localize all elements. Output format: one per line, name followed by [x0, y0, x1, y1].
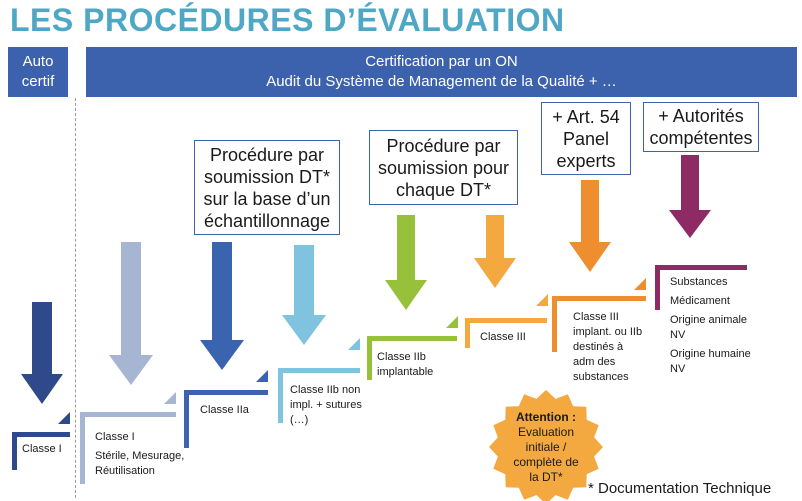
substances-list: Substances Médicament Origine animale NV…: [670, 275, 751, 377]
step-substances: [655, 265, 747, 310]
procedure-box-art54-line: experts: [556, 150, 616, 171]
step-class-iib-impl: [367, 316, 458, 380]
label-class-iii-implant-line: substances: [573, 371, 629, 383]
arrow-orange: [474, 215, 516, 288]
step-class-iii-implant: [552, 278, 646, 352]
label-class-iia-line: Classe IIa: [200, 404, 249, 416]
attention-line: complète de: [513, 454, 579, 469]
procedure-box-each-dt-line: chaque DT*: [395, 179, 492, 200]
attention-heading: Attention :: [516, 409, 576, 424]
attention-line: la DT*: [529, 469, 563, 484]
page-title: LES PROCÉDURES D’ÉVALUATION: [10, 2, 565, 38]
label-class-i-special-line: Réutilisation: [95, 465, 155, 477]
substances-list-item: NV: [670, 363, 686, 375]
procedure-box-authorities: + Autorités compétentes: [643, 102, 759, 152]
auto-certif-banner: Auto certif: [8, 47, 68, 97]
procedure-box-sampling-line: échantillonnage: [203, 210, 331, 231]
step-class-iii: [465, 294, 548, 348]
label-class-iii-implant-line: adm des: [573, 356, 616, 368]
on-certification-line-2: Audit du Système de Management de la Qua…: [266, 73, 617, 90]
label-class-i-special-line: Classe I: [95, 431, 135, 443]
procedure-box-art54: + Art. 54 Panel experts: [541, 102, 631, 175]
label-class-iib-non-impl-line: Classe IIb non: [290, 384, 361, 396]
footnote: * Documentation Technique: [588, 480, 772, 497]
label-class-iib-impl: Classe IIb implantable: [377, 350, 433, 380]
arrow-green: [385, 215, 427, 310]
procedure-box-sampling: Procédure par soumission DT* sur la base…: [194, 140, 340, 235]
procedure-box-authorities-line: + Autorités: [658, 106, 744, 126]
arrow-dark-orange: [569, 180, 611, 272]
procedure-box-each-dt-line: Procédure par: [386, 135, 501, 156]
procedure-box-authorities-line: compétentes: [649, 128, 753, 148]
procedure-box-each-dt: Procédure par soumission pour chaque DT*: [369, 130, 518, 205]
step-class-iib-non-impl: [278, 338, 360, 423]
label-class-iii-implant-line: destinés à: [573, 341, 624, 353]
step-class-iia: [184, 370, 268, 448]
arrow-light-grey-blue: [109, 242, 153, 385]
label-class-iib-non-impl: Classe IIb non impl. + sutures (…): [290, 383, 362, 428]
procedure-box-sampling-line: Procédure par: [209, 144, 325, 165]
substances-list-item: NV: [670, 329, 686, 341]
label-class-iib-impl-line: Classe IIb: [377, 351, 426, 363]
arrow-blue: [200, 242, 244, 370]
label-class-iib-non-impl-line: (…): [290, 414, 309, 426]
attention-line: Evaluation: [517, 424, 575, 439]
step-class-i: [12, 412, 70, 470]
label-class-i-special-line: Stérile, Mesurage,: [95, 450, 185, 462]
dashed-separator: [75, 98, 76, 498]
label-class-iib-impl-line: implantable: [377, 366, 434, 378]
label-class-i-line: Classe I: [22, 443, 62, 455]
auto-certif-line-2: certif: [21, 73, 55, 90]
label-class-iii-line: Classe III: [480, 331, 526, 343]
attention-note: Attention : Evaluation initiale / complè…: [490, 400, 602, 494]
label-class-i: Classe I: [22, 442, 62, 457]
step-class-i-special: [80, 392, 176, 484]
label-class-iii-implant: Classe III implant. ou IIb destinés à ad…: [573, 310, 642, 385]
arrow-navy: [21, 302, 63, 404]
substances-list-item: Origine animale: [670, 314, 748, 326]
procedure-box-art54-line: + Art. 54: [552, 106, 620, 127]
procedure-box-sampling-line: soumission DT*: [203, 166, 331, 187]
auto-certif-line-1: Auto: [22, 53, 54, 70]
attention-badge: [489, 390, 603, 501]
label-class-iib-non-impl-line: impl. + sutures: [290, 399, 362, 411]
substances-list-item: Substances: [670, 276, 728, 288]
on-certification-banner: Certification par un ON Audit du Système…: [86, 47, 797, 97]
procedure-box-sampling-line: sur la base d’un: [203, 188, 331, 209]
attention-line: initiale /: [525, 439, 567, 454]
substances-list-item: Origine humaine: [670, 348, 751, 360]
label-class-iii: Classe III: [480, 330, 526, 345]
label-class-iia: Classe IIa: [200, 403, 249, 418]
label-class-iii-implant-line: Classe III: [573, 311, 619, 323]
procedure-box-art54-line: Panel: [562, 128, 610, 149]
arrow-light-blue: [282, 245, 326, 345]
on-certification-line-1: Certification par un ON: [365, 53, 518, 70]
label-class-iii-implant-line: implant. ou IIb: [573, 326, 643, 338]
label-class-i-special: Classe I Stérile, Mesurage, Réutilisatio…: [95, 430, 184, 479]
arrow-purple: [669, 155, 711, 238]
procedure-box-each-dt-line: soumission pour: [377, 157, 510, 178]
substances-list-item: Médicament: [670, 295, 730, 307]
